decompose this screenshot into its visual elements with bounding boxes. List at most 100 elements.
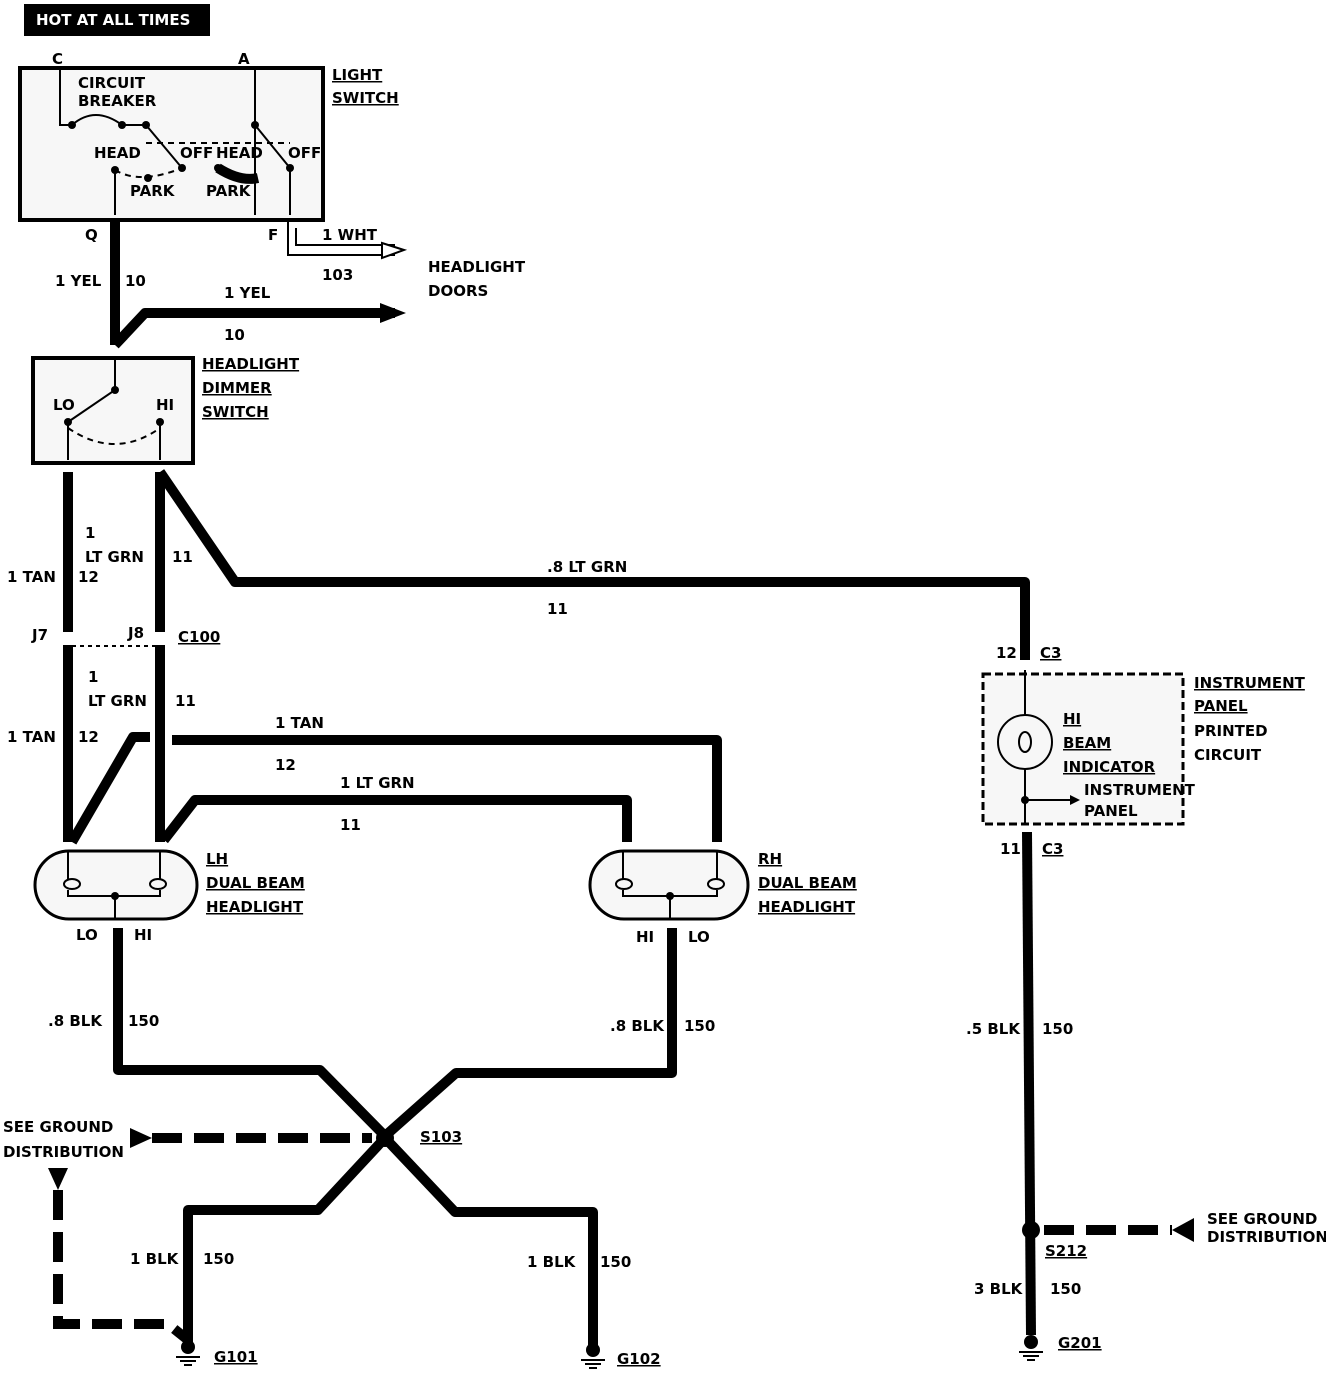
ip-title-3: PRINTED: [1194, 722, 1268, 740]
circuit-breaker-label-2: BREAKER: [78, 92, 157, 110]
g101-ground-symbol: [176, 1340, 200, 1366]
rh-gnd-gauge: .8 BLK: [610, 1017, 665, 1035]
ip-gnd-gauge: .5 BLK: [966, 1020, 1021, 1038]
lo-wire-gauge: 1 TAN: [7, 568, 56, 586]
arrow-see-ground-down: [48, 1168, 68, 1190]
off-right-label: OFF: [288, 144, 321, 162]
arrow-headlight-doors-wht: [381, 241, 408, 260]
wire-g102: [381, 1134, 598, 1345]
rh-title-2: DUAL BEAM: [758, 874, 857, 892]
dimmer-title-2: DIMMER: [202, 379, 272, 397]
dimmer-title-3: SWITCH: [202, 403, 269, 421]
s103-label: S103: [420, 1128, 462, 1146]
connector-c100: C100: [178, 628, 220, 646]
lh-lo-label: LO: [76, 926, 98, 944]
wire-lh-ground: [113, 928, 389, 1140]
rh-headlight-body: [588, 849, 750, 921]
g102-wire-circuit: 150: [600, 1253, 631, 1271]
grn-rh-gauge: 1 LT GRN: [340, 774, 415, 792]
park-right-label: PARK: [206, 182, 252, 200]
lo-wire-circuit: 12: [78, 568, 99, 586]
tan-rh-gauge: 1 TAN: [275, 714, 324, 732]
g101-label: G101: [214, 1348, 258, 1366]
dimmer-lo-label: LO: [53, 396, 75, 414]
ip-label-2: PANEL: [1084, 802, 1138, 820]
q-wire-circuit: 10: [125, 272, 146, 290]
hi-wire-gauge-1: 1: [85, 524, 95, 542]
ip-gnd-circuit: 150: [1042, 1020, 1073, 1038]
see-ground-left-1: SEE GROUND: [3, 1118, 113, 1136]
wire-yellow-headlight-doors: [111, 308, 395, 349]
s212-label: S212: [1045, 1242, 1087, 1260]
wire-ip-ground: [1022, 831, 1036, 1336]
lh-title-3: HEADLIGHT: [206, 898, 304, 916]
wire-tan-branch: [67, 732, 150, 845]
lo2-wire-circuit: 12: [78, 728, 99, 746]
lo2-wire-gauge: 1 TAN: [7, 728, 56, 746]
c3-top: C3: [1040, 644, 1061, 662]
wire-f-white: [287, 222, 395, 256]
hi2-wire-circuit: 11: [175, 692, 196, 710]
ind-wire-gauge: .8 LT GRN: [547, 558, 627, 576]
lh-headlight-body: [33, 849, 199, 921]
g201-ground-symbol: [1019, 1335, 1043, 1361]
g201-wire-circuit: 150: [1050, 1280, 1081, 1298]
pin-a: A: [238, 50, 250, 68]
g201-label: G201: [1058, 1334, 1102, 1352]
ind-wire-circuit: 11: [547, 600, 568, 618]
light-switch-title-1: LIGHT: [332, 66, 383, 84]
dashed-ground-g101: [53, 1190, 192, 1344]
yel-wire-gauge: 1 YEL: [224, 284, 271, 302]
ip-title-2: PANEL: [1194, 697, 1248, 715]
arrow-see-ground-right: [1172, 1218, 1194, 1242]
arrow-headlight-doors-yel: [380, 303, 406, 323]
dimmer-title-1: HEADLIGHT: [202, 355, 300, 373]
pin-f: F: [268, 226, 278, 244]
wire-ltgrn-rh: [160, 795, 632, 844]
wire-tan-rh: [172, 735, 722, 842]
off-left-label: OFF: [180, 144, 213, 162]
see-ground-right-1: SEE GROUND: [1207, 1210, 1317, 1228]
hot-at-all-times-label: HOT AT ALL TIMES: [36, 11, 190, 29]
park-left-label: PARK: [130, 182, 176, 200]
g101-wire-circuit: 150: [203, 1250, 234, 1268]
s212-splice: [1022, 1221, 1040, 1239]
connector-j7: J7: [31, 626, 48, 644]
c3-top-pin: 12: [996, 644, 1017, 662]
yel-wire-circuit: 10: [224, 326, 245, 344]
ip-title-1: INSTRUMENT: [1194, 674, 1306, 692]
g201-wire-gauge: 3 BLK: [974, 1280, 1024, 1298]
light-switch-title-2: SWITCH: [332, 89, 399, 107]
dimmer-switch-internals: [64, 360, 164, 460]
lh-title-1: LH: [206, 850, 228, 868]
g101-wire-gauge: 1 BLK: [130, 1250, 180, 1268]
arrow-see-ground-left: [130, 1128, 152, 1148]
see-ground-right-2: DISTRIBUTION: [1207, 1228, 1326, 1246]
hi-wire-gauge-2: LT GRN: [85, 548, 144, 566]
grn-rh-circuit: 11: [340, 816, 361, 834]
f-wire-circuit: 103: [322, 266, 353, 284]
wire-rh-ground: [381, 928, 677, 1140]
lh-gnd-gauge: .8 BLK: [48, 1012, 103, 1030]
dimmer-switch-box: [31, 356, 195, 465]
lh-headlight-filaments: [63, 852, 167, 918]
light-switch-internals: [59, 70, 294, 215]
wire-indicator-ltgrn: [155, 469, 1030, 660]
hi2-wire-gauge-2: LT GRN: [88, 692, 147, 710]
rh-gnd-circuit: 150: [684, 1017, 715, 1035]
ip-title-4: CIRCUIT: [1194, 746, 1262, 764]
instrument-panel-box: [981, 672, 1185, 826]
rh-hi-label: HI: [636, 928, 654, 946]
ip-label-1: INSTRUMENT: [1084, 781, 1196, 799]
see-ground-left-2: DISTRIBUTION: [3, 1143, 124, 1161]
rh-lo-label: LO: [688, 928, 710, 946]
hot-at-all-times-badge: [24, 4, 210, 36]
indicator-label-3: INDICATOR: [1063, 758, 1156, 776]
c3-bot: C3: [1042, 840, 1063, 858]
circuit-breaker-label-1: CIRCUIT: [78, 74, 146, 92]
tan-rh-circuit: 12: [275, 756, 296, 774]
rh-headlight-filaments: [615, 852, 725, 918]
lh-title-2: DUAL BEAM: [206, 874, 305, 892]
connector-j8: J8: [127, 624, 144, 642]
rh-title-1: RH: [758, 850, 782, 868]
